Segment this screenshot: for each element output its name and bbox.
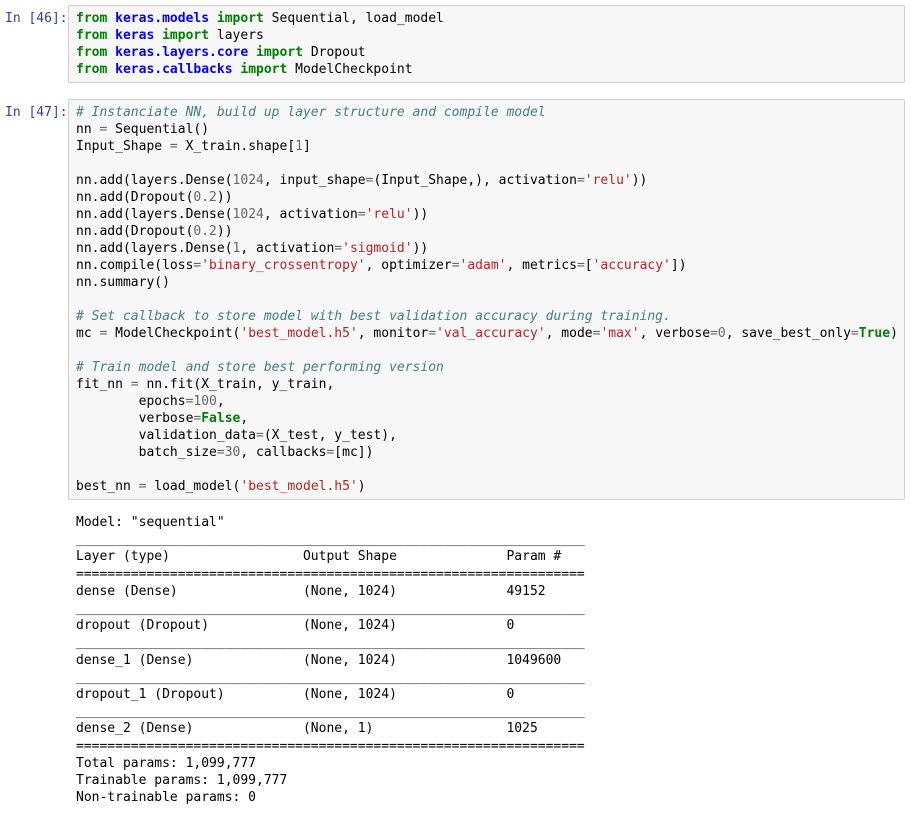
output-row: Model: "sequential" ____________________…	[5, 508, 905, 806]
input-prompt: In [46]:	[5, 11, 68, 26]
code-input-area[interactable]: from keras.models import Sequential, loa…	[68, 5, 905, 83]
input-prompt: In [47]:	[5, 105, 68, 120]
code-cell: In [47]: # Instanciate NN, build up laye…	[5, 99, 905, 500]
code-editor[interactable]: # Instanciate NN, build up layer structu…	[76, 105, 898, 494]
code-cell: In [46]: from keras.models import Sequen…	[5, 5, 905, 83]
code-editor[interactable]: from keras.models import Sequential, loa…	[76, 11, 444, 77]
output-area: Model: "sequential" ____________________…	[76, 515, 585, 806]
output-prompt-spacer	[5, 508, 68, 806]
code-input-area[interactable]: # Instanciate NN, build up layer structu…	[68, 99, 905, 500]
